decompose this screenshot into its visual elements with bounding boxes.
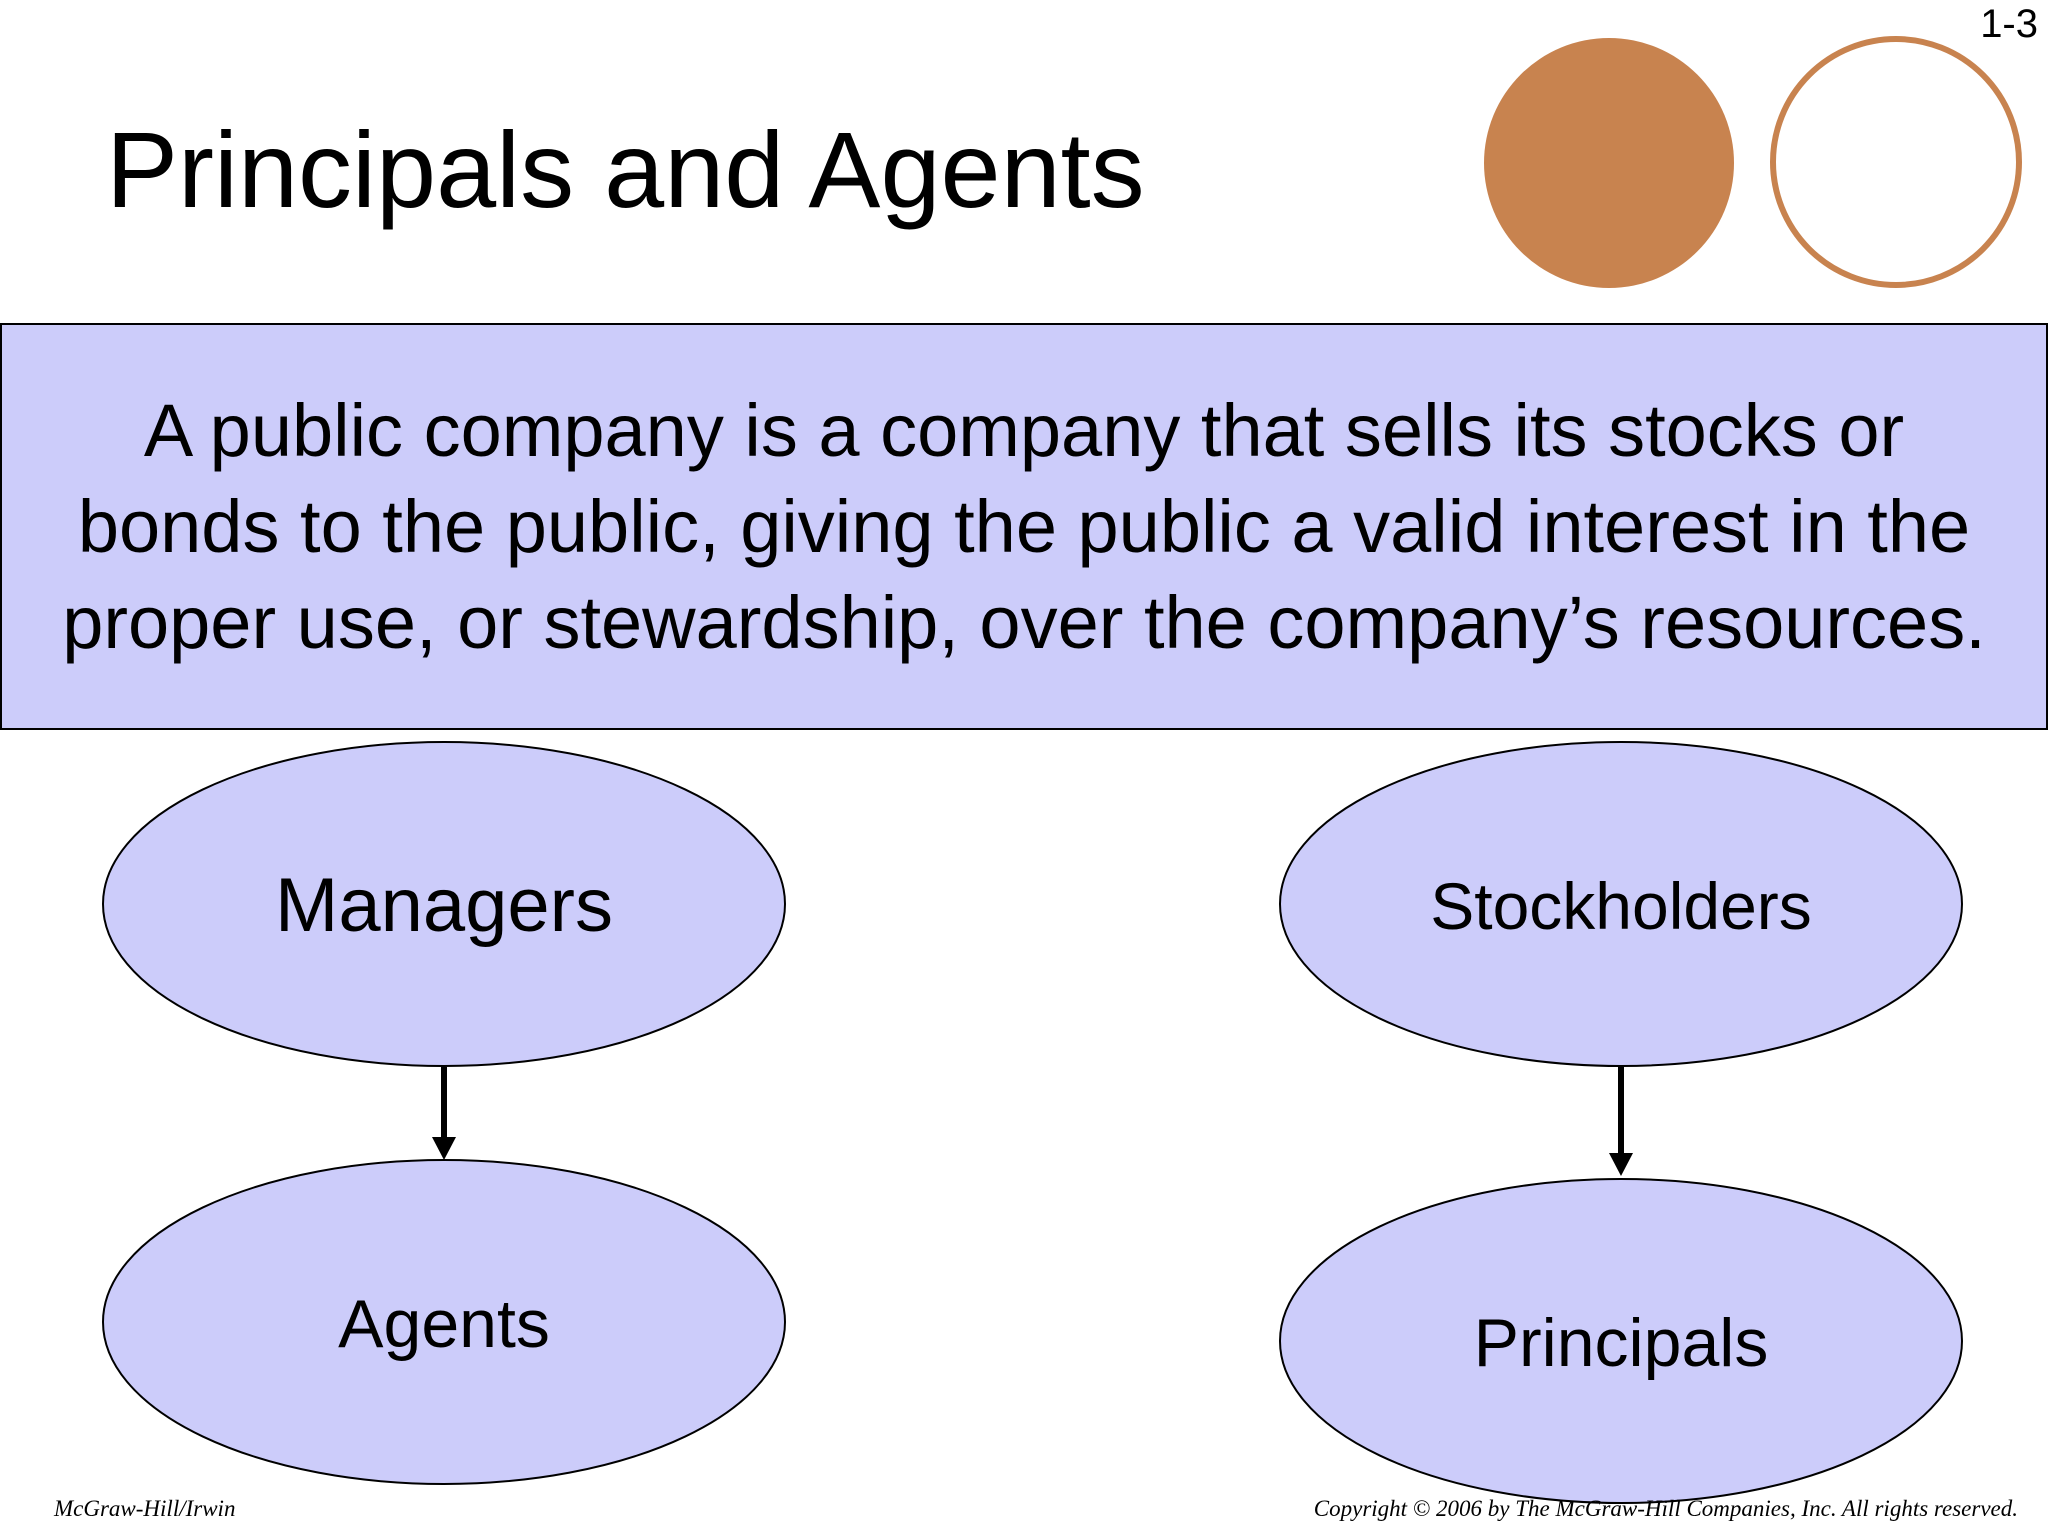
node-principals-shape <box>1279 1178 1963 1504</box>
node-stockholders: Stockholders <box>1279 741 1963 1067</box>
arrowhead-managers-to-agents <box>432 1137 456 1160</box>
footer-publisher: McGraw-Hill/Irwin <box>54 1496 236 1521</box>
node-principals: Principals <box>1279 1178 1963 1504</box>
node-stockholders-shape <box>1279 741 1963 1067</box>
definition-box: A public company is a company that sells… <box>0 323 2048 730</box>
definition-text: A public company is a company that sells… <box>62 388 1986 664</box>
node-agents-shape <box>102 1159 786 1485</box>
node-managers-label: Managers <box>275 863 613 948</box>
slide-title: Principals and Agents <box>106 109 1145 230</box>
decorative-filled-circle <box>1484 38 1734 288</box>
node-stockholders-label: Stockholders <box>1430 869 1812 943</box>
slide-number: 1-3 <box>1980 2 2038 46</box>
node-agents: Agents <box>102 1159 786 1485</box>
footer-copyright: Copyright © 2006 by The McGraw-Hill Comp… <box>1313 1496 2018 1521</box>
decorative-outline-circle <box>1770 36 2022 288</box>
node-agents-label: Agents <box>338 1286 550 1362</box>
node-managers: Managers <box>102 741 786 1067</box>
arrowhead-stockholders-to-principals <box>1609 1153 1633 1176</box>
node-managers-shape <box>102 741 786 1067</box>
node-principals-label: Principals <box>1474 1305 1769 1381</box>
